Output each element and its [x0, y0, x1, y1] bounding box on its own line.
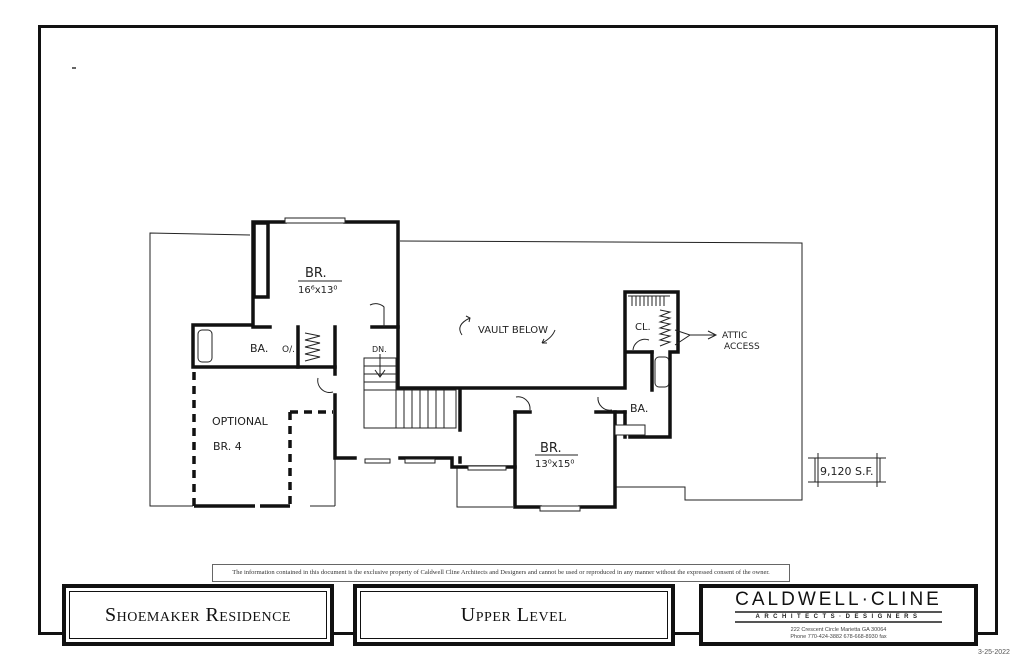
firm-phone: Phone 770-424-3882 678-668-8930 fax: [790, 633, 887, 640]
title-block-project: Shoemaker Residence: [62, 584, 334, 646]
svg-text:CL.: CL.: [635, 322, 651, 333]
svg-text:BR.: BR.: [305, 266, 327, 281]
svg-text:ATTIC: ATTIC: [722, 331, 747, 341]
svg-text:BA.: BA.: [250, 342, 268, 355]
svg-text:13⁰x15⁰: 13⁰x15⁰: [535, 459, 574, 470]
svg-text:BA.: BA.: [630, 402, 648, 415]
svg-text:BR. 4: BR. 4: [213, 440, 242, 453]
svg-text:VAULT BELOW: VAULT BELOW: [478, 325, 548, 336]
title-block-firm: CALDWELL·CLINE ARCHITECTS·DESIGNERS 222 …: [699, 584, 978, 646]
firm-subtitle: ARCHITECTS·DESIGNERS: [735, 610, 942, 623]
svg-text:DN.: DN.: [372, 345, 387, 354]
firm-address: 222 Crescent Circle Marietta GA 30064: [790, 626, 887, 633]
svg-text:BR.: BR.: [540, 441, 562, 456]
title-block-level: Upper Level: [353, 584, 675, 646]
copyright-disclaimer: The information contained in this docume…: [212, 564, 790, 582]
svg-text:9,120 S.F.: 9,120 S.F.: [820, 465, 874, 478]
firm-name: CALDWELL·CLINE: [735, 588, 942, 610]
level-name: Upper Level: [460, 603, 568, 626]
svg-text:16⁶x13⁰: 16⁶x13⁰: [298, 285, 337, 296]
drawing-date: 3-25-2022: [978, 649, 1010, 656]
firm-logo: CALDWELL·CLINE ARCHITECTS·DESIGNERS 222 …: [735, 588, 942, 641]
project-name: Shoemaker Residence: [105, 603, 291, 626]
svg-text:ACCESS: ACCESS: [724, 342, 760, 352]
svg-text:OPTIONAL: OPTIONAL: [212, 415, 269, 428]
svg-text:O/.: O/.: [282, 345, 295, 355]
